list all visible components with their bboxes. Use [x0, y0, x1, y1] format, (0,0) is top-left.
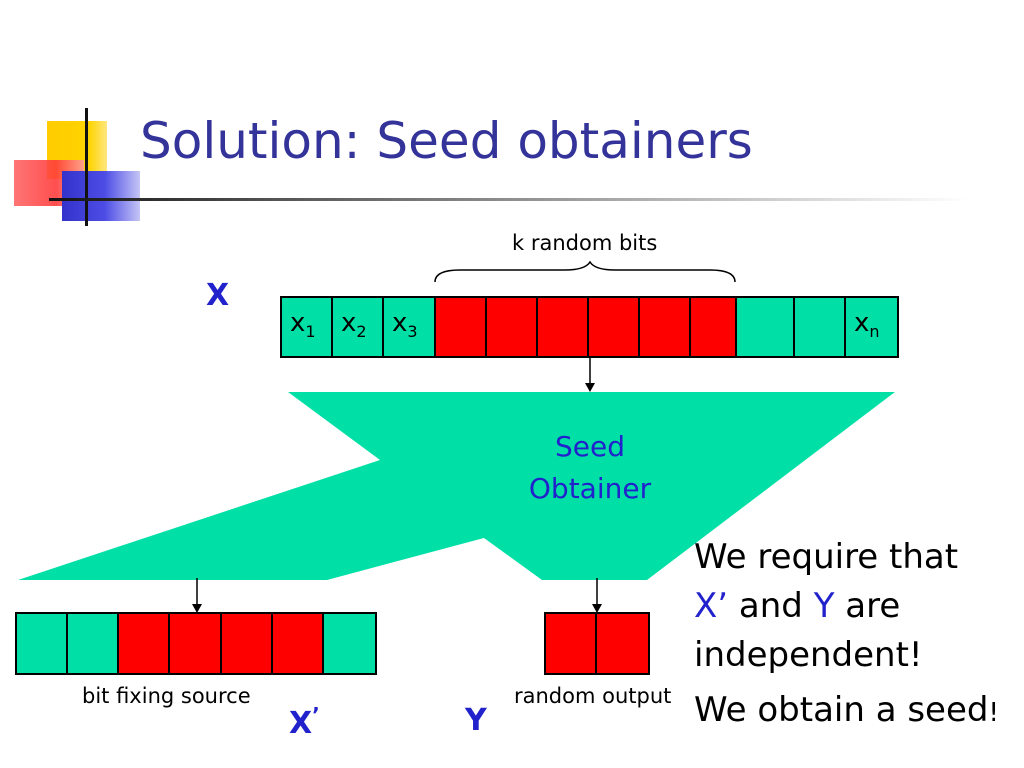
- seed-obtainer-label: Seed Obtainer: [490, 426, 690, 510]
- side-text-are: are: [834, 586, 901, 626]
- y-label: Y: [465, 703, 487, 738]
- side-text-line3: independent!: [694, 635, 923, 675]
- random-output-cell: [546, 614, 597, 673]
- x-bit-cell: [640, 298, 691, 356]
- bit-fixing-source-cell: [170, 614, 222, 673]
- x-prime-mark: ’: [312, 703, 320, 727]
- x-bit-cell: xn: [846, 298, 897, 356]
- arrow-down-input: [585, 357, 595, 392]
- x-prime-label: X’: [289, 703, 320, 741]
- x-bit-cell-label: x2: [341, 308, 367, 342]
- arrow-down-left-output: [192, 578, 202, 613]
- side-text-xprime: X’: [694, 586, 729, 626]
- x-bit-cell-label: xn: [854, 308, 880, 342]
- random-output-cell: [597, 614, 648, 673]
- bit-fixing-source-cell: [221, 614, 273, 673]
- title-underline: [49, 198, 969, 201]
- seed-obtainer-line2: Obtainer: [528, 472, 652, 505]
- bit-fixing-source-cell: [119, 614, 171, 673]
- side-text-block: We require that X’ and Y are independent…: [694, 533, 1019, 738]
- side-text-seed: We obtain a seed: [694, 690, 989, 730]
- x-bit-cell: [487, 298, 538, 356]
- x-bit-cell-subscript: n: [869, 322, 880, 342]
- x-bit-cell: x2: [333, 298, 384, 356]
- x-bit-cell-subscript: 1: [305, 322, 316, 342]
- side-text-line2: X’ and Y are: [694, 582, 1019, 631]
- x-label: X: [206, 278, 230, 313]
- x-bit-cell: [691, 298, 737, 356]
- x-bit-cell: [737, 298, 795, 356]
- x-prime-letter: X: [289, 706, 313, 741]
- x-bit-cell-subscript: 2: [356, 322, 367, 342]
- logo-vertical-line: [85, 108, 88, 226]
- left-output-label: bit fixing source: [82, 684, 251, 708]
- x-bit-cell-subscript: 3: [407, 322, 418, 342]
- bit-fixing-source-cell: [272, 614, 324, 673]
- side-text-exclaim: !: [988, 698, 999, 728]
- x-bit-row: x1 x2 x3 xn: [280, 296, 899, 358]
- bit-fixing-source-row: [15, 612, 377, 675]
- side-text-line4: We obtain a seed!: [694, 686, 1019, 738]
- x-bit-cell: x3: [384, 298, 436, 356]
- logo-blue-square: [62, 171, 140, 221]
- side-text-y: Y: [813, 586, 835, 626]
- side-text-line1: We require that: [694, 537, 959, 577]
- brace-label: k random bits: [512, 231, 658, 255]
- slide-title: Solution: Seed obtainers: [140, 112, 753, 170]
- bit-fixing-source-cell: [323, 614, 375, 673]
- x-bit-cell: [538, 298, 589, 356]
- x-bit-cell: [436, 298, 487, 356]
- bit-fixing-source-cell: [68, 614, 120, 673]
- bit-fixing-source-cell: [17, 614, 69, 673]
- seed-obtainer-shape: [18, 392, 895, 580]
- x-bit-cell: x1: [282, 298, 333, 356]
- arrow-down-right-output: [592, 578, 602, 613]
- curly-brace: [434, 260, 736, 283]
- right-output-label: random output: [514, 684, 672, 708]
- side-text-and: and: [728, 586, 814, 626]
- seed-obtainer-line1: Seed: [555, 430, 625, 463]
- x-bit-cell: [589, 298, 640, 356]
- x-bit-cell-label: x1: [290, 308, 316, 342]
- x-bit-cell: [795, 298, 846, 356]
- random-output-row: [544, 612, 650, 675]
- x-bit-cell-label: x3: [392, 308, 418, 342]
